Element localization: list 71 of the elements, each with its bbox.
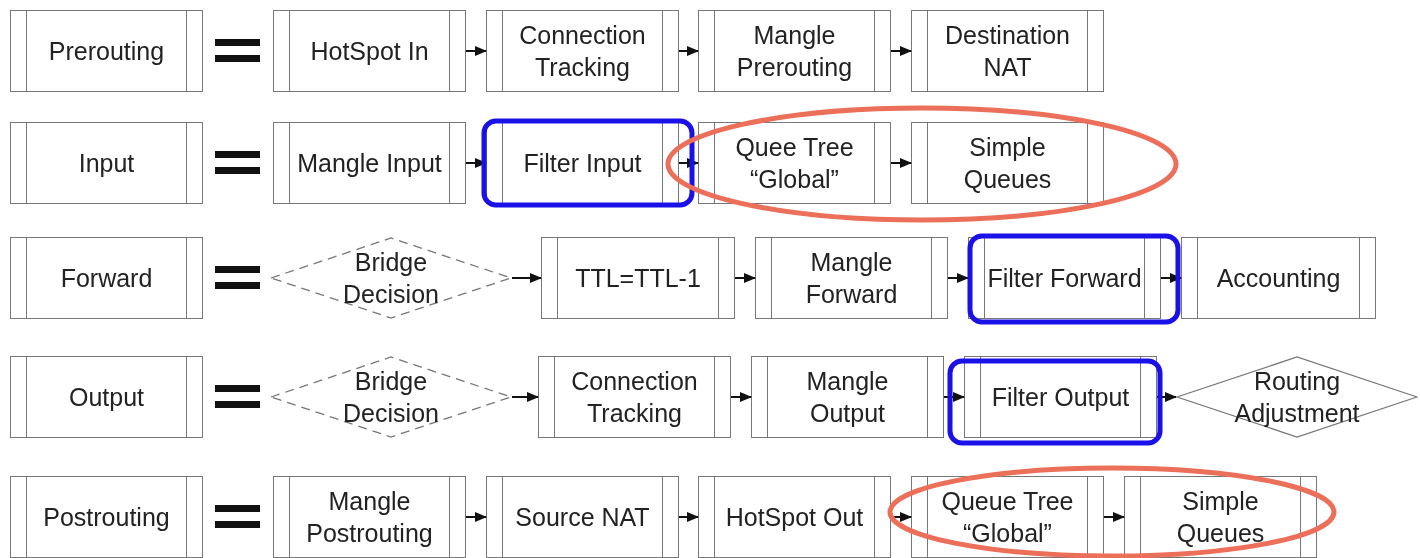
process-box <box>541 237 735 319</box>
box-label: Filter Input <box>522 147 643 179</box>
process-box <box>486 122 679 204</box>
box-label: Output <box>67 381 146 413</box>
arrow <box>465 46 487 56</box>
box-label: Simple Queues <box>962 131 1053 195</box>
box-label: Bridge Decision <box>342 365 440 429</box>
process-box <box>911 122 1104 204</box>
arrow <box>943 392 965 402</box>
box-label: Destination NAT <box>943 19 1072 83</box>
box-label: Source NAT <box>514 501 651 533</box>
arrow <box>947 273 969 283</box>
process-box <box>755 237 948 319</box>
box-label: TTL=TTL-1 <box>574 262 702 294</box>
box-label: Mangle Prerouting <box>735 19 854 83</box>
stage-box <box>10 356 203 438</box>
process-box <box>273 10 466 92</box>
decision-diamond <box>270 237 512 319</box>
stage-box <box>10 10 203 92</box>
arrow <box>1103 512 1125 522</box>
arrow <box>734 273 756 283</box>
box-label: Connection Tracking <box>518 19 647 83</box>
box-label: HotSpot In <box>309 35 430 67</box>
process-box <box>1124 476 1317 558</box>
box-label: Connection Tracking <box>570 365 699 429</box>
arrow <box>730 392 752 402</box>
process-box <box>698 10 891 92</box>
box-label: Accounting <box>1215 262 1342 294</box>
box-label: HotSpot Out <box>724 501 865 533</box>
arrow <box>678 158 699 168</box>
box-label: Filter Forward <box>986 262 1143 294</box>
arrow <box>511 392 539 402</box>
arrow <box>465 512 487 522</box>
process-box <box>698 476 891 558</box>
box-label: Simple Queues <box>1175 485 1266 549</box>
process-box <box>911 476 1104 558</box>
arrow <box>678 512 699 522</box>
arrow <box>511 273 542 283</box>
process-box <box>751 356 944 438</box>
process-box <box>486 10 679 92</box>
box-label: Filter Output <box>990 381 1131 413</box>
box-label: Mangle Forward <box>804 246 899 310</box>
box-label: Forward <box>59 262 154 294</box>
decision-diamond <box>1176 356 1418 438</box>
stage-box <box>10 122 203 204</box>
box-label: Postrouting <box>42 501 171 533</box>
process-box <box>911 10 1104 92</box>
box-label: Input <box>77 147 136 179</box>
decision-diamond <box>270 356 512 438</box>
box-label: Mangle Postrouting <box>305 485 434 549</box>
arrow <box>678 46 699 56</box>
box-label: Prerouting <box>47 35 166 67</box>
arrow <box>890 46 912 56</box>
process-box <box>968 237 1161 319</box>
stage-box <box>10 237 203 319</box>
box-label: Quee Tree “Global” <box>734 131 855 195</box>
box-label: Routing Adjustment <box>1233 365 1361 429</box>
process-box <box>964 356 1157 438</box>
process-box <box>273 476 466 558</box>
box-label: Mangle Input <box>296 147 443 179</box>
box-label: Bridge Decision <box>342 246 440 310</box>
stage-box <box>10 476 203 558</box>
process-box <box>538 356 731 438</box>
process-box <box>698 122 891 204</box>
process-box <box>273 122 466 204</box>
box-label: Queue Tree “Global” <box>940 485 1075 549</box>
arrow <box>1156 392 1177 402</box>
arrow <box>890 158 912 168</box>
box-label: Mangle Output <box>805 365 890 429</box>
process-box <box>486 476 679 558</box>
process-box <box>1181 237 1376 319</box>
